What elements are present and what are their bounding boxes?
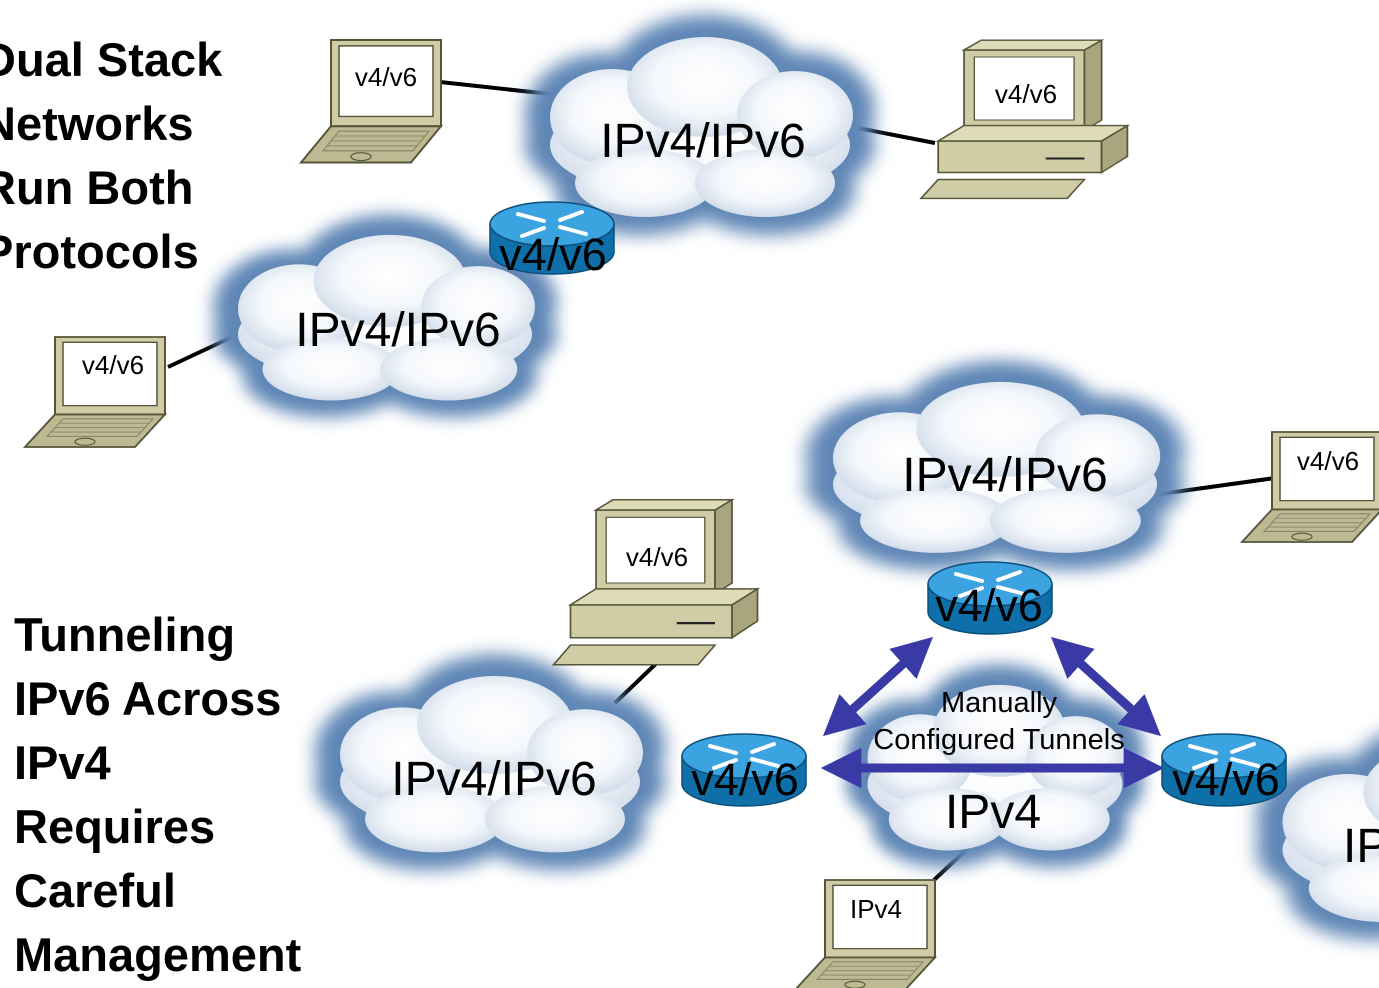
tunneling-line-1: Tunneling [14,608,236,661]
dual-stack-line-1: Dual Stack [0,33,223,86]
tunnel-label-line-2: Configured Tunnels [873,724,1125,756]
desktop-top-label: v4/v6 [995,79,1057,109]
tunneling-line-5: Careful [14,864,176,917]
desktop-top [919,38,1129,200]
cloud-bottom-center-label: IPv4 [945,786,1041,839]
tunnel-label-line-1: Manually [941,687,1058,719]
cloud-bottom-left-label: IPv4/IPv6 [391,753,596,806]
tunneling-line-3: IPv4 [14,736,111,789]
cloud-top-right-label: IPv4/IPv6 [600,115,805,168]
router-bottom-right-label: v4/v6 [1172,754,1280,805]
cloud-bottom-right-cut-label: IPv4/IPv6 [1343,820,1379,873]
router-top-label: v4/v6 [499,229,607,280]
cloud-bottom-top-label: IPv4/IPv6 [902,449,1107,502]
dual-stack-line-3: Run Both [0,161,194,214]
laptop-bottom-label: IPv4 [850,894,902,924]
router-bottom-top-label: v4/v6 [935,580,1043,631]
desktop-bottom-label: v4/v6 [626,542,688,572]
dual-stack-line-4: Protocols [0,225,199,278]
laptop-left-label: v4/v6 [82,350,144,380]
tunneling-line-2: IPv6 Across [14,672,282,725]
tunnel-arrow-left-diagonal [822,636,934,737]
laptop-bottom-right-label: v4/v6 [1297,446,1359,476]
tunnel-arrow-right-diagonal [1050,636,1162,737]
cloud-top-left-label: IPv4/IPv6 [295,304,500,357]
laptop-top [300,39,442,164]
laptop-top-label: v4/v6 [355,62,417,92]
desktop-bottom [552,498,759,667]
tunneling-heading: Tunneling IPv6 Across IPv4 Requires Care… [14,603,301,987]
tunneling-line-4: Requires [14,800,216,853]
tunneling-line-6: Management [14,928,302,981]
dual-stack-heading: Dual Stack Networks Run Both Protocols [0,28,222,284]
dual-stack-line-2: Networks [0,97,194,150]
tunnel-arrows [820,636,1165,789]
router-bottom-left-label: v4/v6 [691,754,799,805]
